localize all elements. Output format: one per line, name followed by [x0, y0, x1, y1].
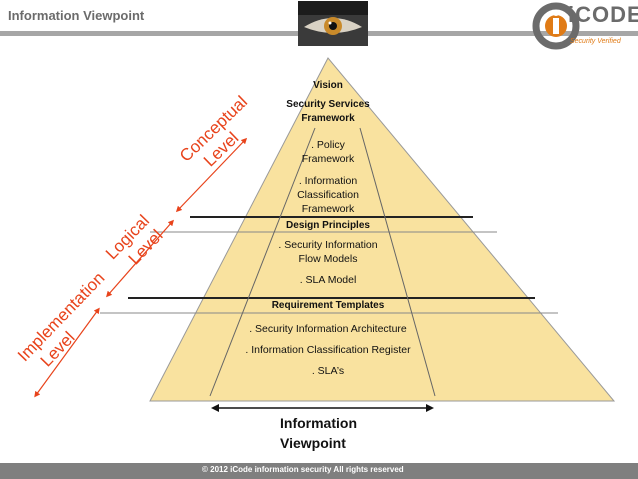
- tier2-item-flow-models-line2: Flow Models: [298, 253, 358, 265]
- information-viewpoint-label: Information Viewpoint: [280, 415, 357, 451]
- tier1-item-classification-line3: Framework: [301, 203, 355, 215]
- tier3-item-architecture: . Security Information Architecture: [249, 323, 407, 335]
- logical-arrow: [106, 219, 174, 298]
- tier1-item-policy: . Policy: [311, 139, 345, 151]
- column-line-left: [209, 127, 316, 397]
- logo-wordmark: iCODE: [568, 2, 638, 27]
- implementation-arrow: [34, 307, 100, 398]
- column-line-right: [359, 127, 436, 397]
- tier2-item-sla-model: . SLA Model: [299, 274, 357, 286]
- icode-logo: [532, 2, 580, 50]
- slide-title: Information Viewpoint: [8, 8, 145, 23]
- apex-label: Vision: [313, 80, 343, 91]
- tier1-item-classification: . Information: [298, 175, 358, 187]
- tier2-title: Design Principles: [286, 220, 370, 231]
- eye-icon: [298, 1, 368, 46]
- conceptual-arrow: [175, 137, 248, 213]
- tier1-title-line2: Framework: [301, 113, 355, 124]
- tier2-item-flow-models: . Security Information: [278, 239, 378, 251]
- tier1-item-policy-line2: Framework: [301, 153, 355, 165]
- tier3-item-register: . Information Classification Register: [245, 344, 411, 356]
- tier3-item-slas: . SLA’s: [311, 365, 345, 377]
- copyright-text: © 2012 iCode information security All ri…: [202, 465, 404, 474]
- logo-tagline: Security Verified: [570, 38, 621, 45]
- pyramid-body: [149, 57, 616, 402]
- footer-bar: [0, 463, 638, 479]
- tier3-title: Requirement Templates: [271, 300, 385, 311]
- tier1-item-classification-line2: Classification: [297, 189, 359, 201]
- tier1-title: Security Services: [286, 99, 370, 110]
